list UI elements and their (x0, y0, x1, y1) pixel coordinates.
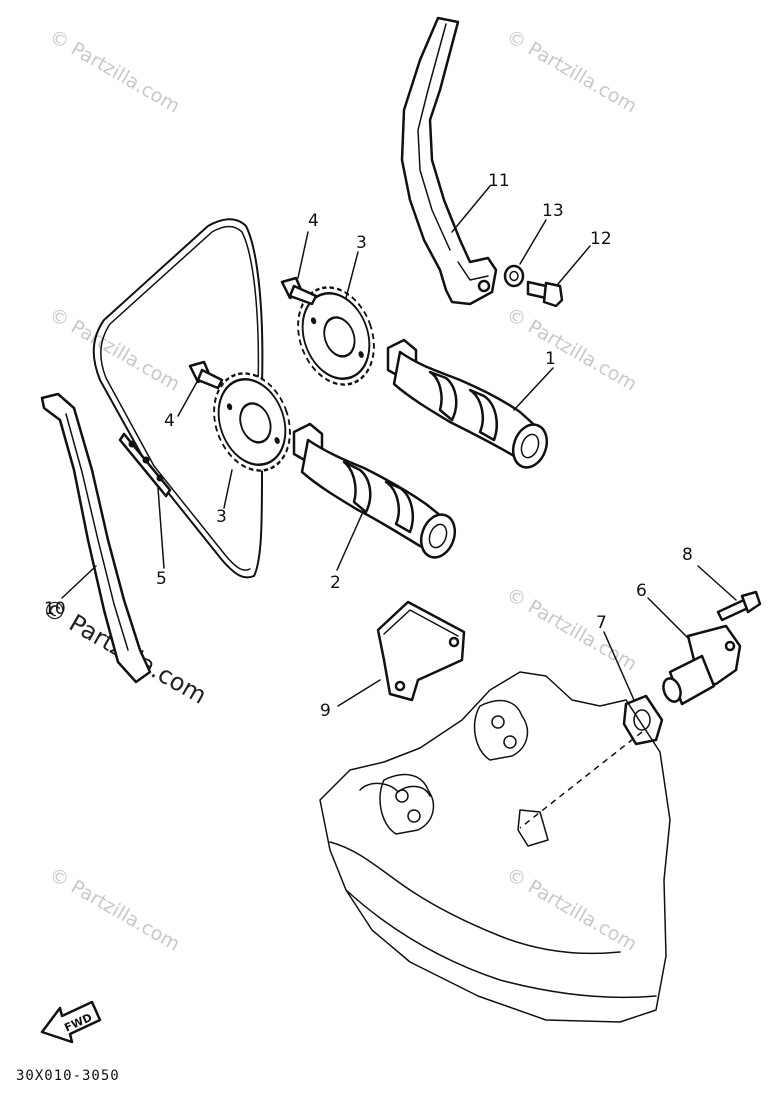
callout-4-lower: 4 (164, 411, 175, 431)
part-3-cam-sprocket-upper (297, 286, 375, 386)
part-11-chain-guide-upper (400, 16, 498, 306)
part-6-chain-tensioner (662, 624, 742, 706)
callout-12: 12 (590, 229, 612, 249)
callout-9: 9 (320, 701, 331, 721)
part-1-camshaft (386, 338, 549, 469)
part-5-cam-chain (92, 218, 264, 579)
callout-4-upper: 4 (308, 211, 319, 231)
callout-2: 2 (330, 573, 341, 593)
part-3-cam-sprocket-lower (213, 372, 291, 472)
watermark: © Partzilla.com (503, 863, 641, 955)
part-7-gasket (622, 694, 664, 746)
callouts: 1 2 3 3 4 4 5 6 7 8 9 10 11 12 13 (44, 171, 693, 721)
part-10-chain-guide-lower (40, 392, 152, 684)
mounting-line (519, 731, 643, 829)
part-13-washer (503, 264, 525, 288)
watermark: © Partzilla.com (503, 303, 641, 395)
part-2-camshaft (292, 422, 457, 559)
part-12-bolt (526, 280, 564, 308)
part-4-bolt-upper (280, 276, 318, 306)
callout-11: 11 (488, 171, 510, 191)
callout-6: 6 (636, 581, 647, 601)
leader-lines (61, 185, 737, 707)
callout-5: 5 (156, 569, 167, 589)
callout-10: 10 (44, 599, 66, 619)
watermark: © Partzilla.com (503, 583, 641, 675)
callout-3-lower: 3 (216, 507, 227, 527)
callout-8: 8 (682, 545, 693, 565)
part-8-bolt (716, 590, 762, 622)
watermark: © Partzilla.com (46, 303, 184, 395)
callout-13: 13 (542, 201, 564, 221)
fwd-arrow-icon: FWD (40, 1000, 102, 1044)
callout-7: 7 (596, 613, 607, 633)
cylinder-head-outline (319, 671, 671, 1023)
part-9-bracket (376, 600, 466, 702)
drawing-code: 30X010-3050 (16, 1068, 120, 1084)
callout-1: 1 (545, 349, 556, 369)
watermark: © Partzilla.com (46, 863, 184, 955)
watermark: © Partzilla.com (46, 25, 184, 117)
callout-3-upper: 3 (356, 233, 367, 253)
watermark: © Partzilla.com (503, 25, 641, 117)
part-4-bolt-lower (188, 360, 224, 390)
